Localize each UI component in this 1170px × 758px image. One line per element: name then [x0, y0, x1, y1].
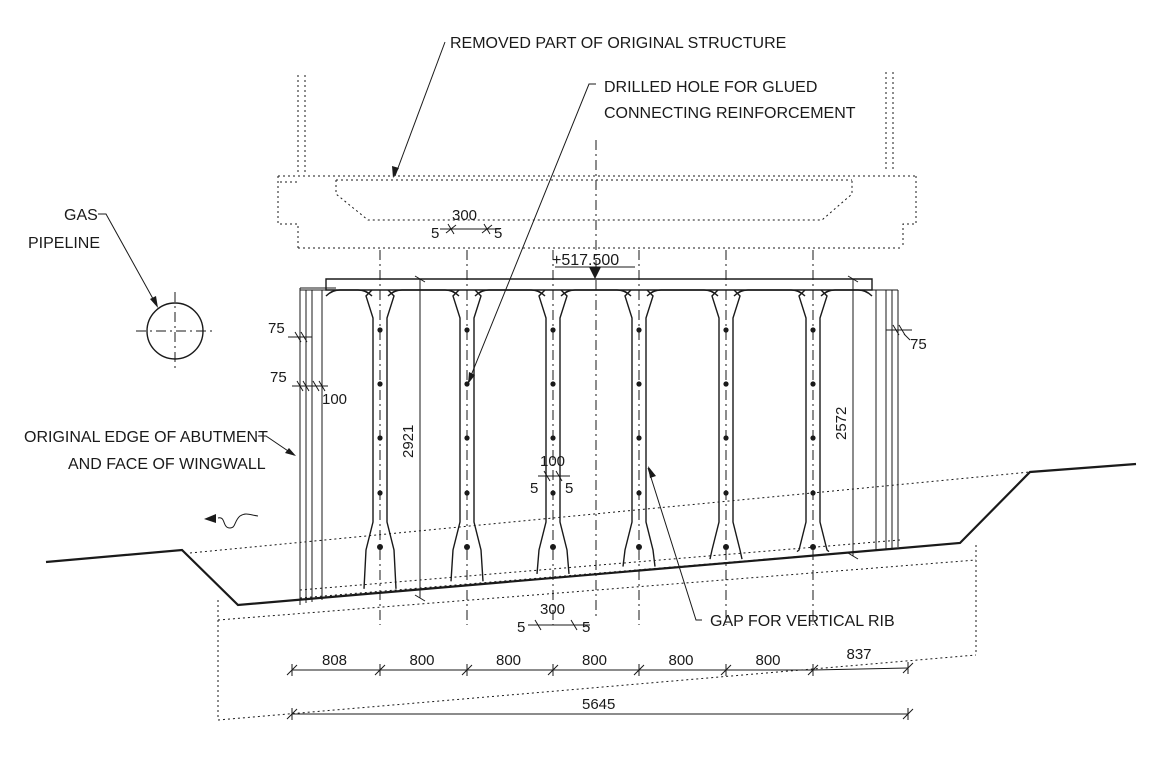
svg-text:75: 75: [270, 369, 287, 386]
svg-text:5: 5: [530, 480, 538, 497]
rib-edge: [819, 289, 830, 553]
label-drilled-hole-line1: DRILLED HOLE FOR GLUED: [604, 79, 817, 96]
svg-text:100: 100: [540, 453, 565, 470]
span-tick: [547, 664, 559, 676]
rib-edge: [536, 289, 547, 575]
rib-void-6: [733, 289, 806, 297]
leader-lines: [98, 41, 702, 621]
label-original-edge-line1: ORIGINAL EDGE OF ABUTMENT: [24, 429, 268, 446]
label-pipeline: PIPELINE: [28, 235, 100, 252]
span-tick: [807, 664, 819, 676]
span-tick: [720, 664, 732, 676]
svg-text:5: 5: [565, 480, 573, 497]
rib-void-7: [820, 289, 873, 297]
dim-bottom-rib: 300 5 5: [517, 601, 590, 636]
svg-text:5: 5: [494, 225, 502, 242]
span-tick: [286, 664, 298, 676]
rib-void-top: [387, 289, 460, 297]
rib-void-5: [646, 289, 719, 297]
rib-void-1: [325, 289, 373, 297]
rib-void-top: [646, 289, 719, 297]
label-gas: GAS: [64, 207, 98, 224]
rib-6: [796, 289, 830, 553]
rib-4: [622, 289, 656, 567]
label-removed-part: REMOVED PART OF ORIGINAL STRUCTURE: [450, 35, 786, 52]
rib-edge: [796, 289, 807, 553]
elevation-text: +517.500: [552, 252, 619, 269]
span-label: 800: [582, 652, 607, 669]
rib-void-3: [474, 289, 546, 297]
left-wall: [299, 287, 336, 605]
drilled-hole-dot: [377, 544, 383, 550]
span-label: 800: [756, 652, 781, 669]
rib-edge: [645, 289, 656, 567]
svg-text:300: 300: [540, 601, 565, 618]
dim-spans: 808 800 800 800 800 800 837: [286, 646, 914, 676]
rib-void-top: [325, 289, 373, 297]
span-label: 837: [847, 646, 872, 663]
rib-edge: [709, 289, 720, 560]
drilled-hole-dot: [636, 544, 642, 550]
label-drilled-hole-line2: CONNECTING REINFORCEMENT: [604, 105, 856, 122]
dim-height-right: 2572: [833, 275, 859, 560]
rib-edge: [450, 289, 461, 582]
svg-text:5: 5: [517, 619, 525, 636]
ground-line: [45, 462, 1137, 607]
gas-pipeline-symbol: [136, 292, 214, 370]
svg-text:5: 5: [431, 225, 439, 242]
drilled-hole-dot: [464, 544, 470, 550]
drilled-hole-dot: [810, 544, 816, 550]
dim-mid-rib: 100 5 5: [530, 453, 573, 497]
rib-edge: [559, 289, 570, 575]
dim-height-left: 2921: [400, 275, 426, 602]
svg-text:300: 300: [452, 207, 477, 224]
span-tick: [461, 664, 473, 676]
rib-edge: [363, 289, 374, 589]
drilled-hole-dot: [550, 544, 556, 550]
span-label: 800: [669, 652, 694, 669]
dim-total: 5645: [286, 696, 914, 720]
span-tick: [902, 662, 914, 674]
dim-left-offsets: 75 75 100: [268, 320, 347, 408]
dim-right-offset: 75: [886, 324, 927, 353]
rib-edge: [732, 289, 743, 560]
drilled-hole-dot: [723, 544, 729, 550]
span-tick: [374, 664, 386, 676]
flow-arrow-icon: [204, 513, 259, 529]
dim-top-rib: 300 5 5: [431, 207, 502, 242]
label-gap-rib: GAP FOR VERTICAL RIB: [710, 613, 895, 630]
rib-edge: [622, 289, 633, 567]
rib-void-2: [387, 289, 460, 297]
rib-edge: [386, 289, 397, 589]
span-tick: [633, 664, 645, 676]
rib-void-top: [474, 289, 546, 297]
label-original-edge-line2: AND FACE OF WINGWALL: [68, 456, 266, 473]
svg-text:75: 75: [268, 320, 285, 337]
svg-text:2921: 2921: [400, 425, 417, 458]
svg-text:75: 75: [910, 336, 927, 353]
rib-void-top: [733, 289, 806, 297]
rib-centerlines: [379, 140, 814, 625]
svg-text:5: 5: [582, 619, 590, 636]
span-label: 800: [496, 652, 521, 669]
svg-text:100: 100: [322, 391, 347, 408]
right-wall: [875, 290, 899, 550]
rib-edge: [473, 289, 484, 582]
removed-structure-outline: [277, 72, 917, 249]
elevation-marker: +517.500: [552, 252, 635, 279]
rib-void-top: [820, 289, 873, 297]
span-label: 800: [410, 652, 435, 669]
top-slab: [300, 278, 898, 291]
existing-ground-hidden-lines: [189, 471, 1031, 721]
span-label: 808: [322, 652, 347, 669]
dim-total-text: 5645: [582, 696, 615, 713]
svg-text:2572: 2572: [833, 407, 850, 440]
